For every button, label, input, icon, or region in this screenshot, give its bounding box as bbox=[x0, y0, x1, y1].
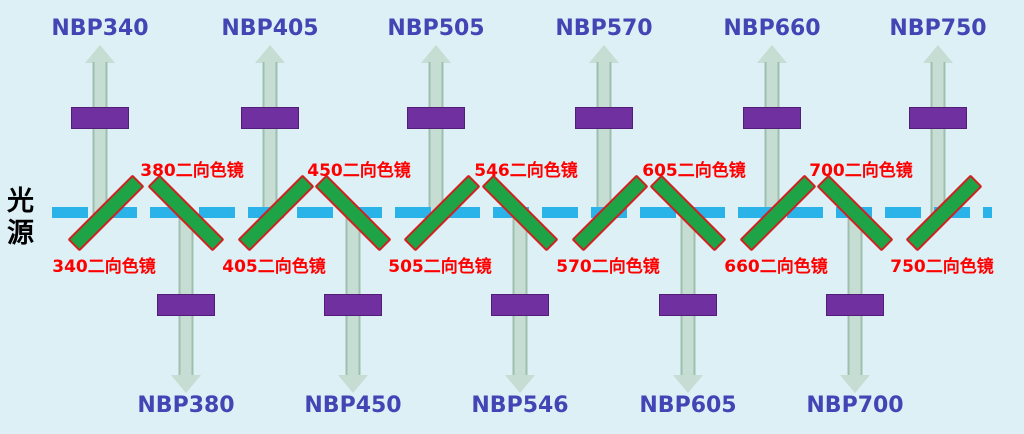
down-arrow-head-icon bbox=[840, 375, 870, 393]
nbp-filter-label: NBP570 bbox=[555, 16, 653, 41]
dichroic-mirror-label: 605二向色镜 bbox=[642, 161, 746, 181]
nbp-filter-label: NBP546 bbox=[471, 393, 569, 418]
dichroic-mirror-label: 660二向色镜 bbox=[724, 257, 828, 277]
dichroic-mirror-label: 750二向色镜 bbox=[890, 257, 994, 277]
bandpass-filter bbox=[909, 107, 967, 129]
up-arrow-head-icon bbox=[757, 45, 787, 63]
nbp-filter-label: NBP505 bbox=[387, 16, 485, 41]
bandpass-filter bbox=[157, 294, 215, 316]
dichroic-mirror-label: 700二向色镜 bbox=[809, 161, 913, 181]
nbp-filter-label: NBP340 bbox=[51, 16, 149, 41]
arrow-shaft bbox=[92, 62, 108, 219]
dichroic-mirror-label: 450二向色镜 bbox=[307, 161, 411, 181]
bandpass-filter bbox=[324, 294, 382, 316]
arrow-shaft bbox=[512, 212, 528, 375]
bandpass-filter bbox=[241, 107, 299, 129]
down-arrow-head-icon bbox=[171, 375, 201, 393]
dichroic-mirror-label: 340二向色镜 bbox=[52, 257, 156, 277]
arrow-shaft bbox=[345, 212, 361, 375]
nbp-filter-label: NBP700 bbox=[806, 393, 904, 418]
arrow-shaft bbox=[680, 212, 696, 375]
down-arrow-head-icon bbox=[505, 375, 535, 393]
nbp-filter-label: NBP380 bbox=[137, 393, 235, 418]
bandpass-filter bbox=[659, 294, 717, 316]
arrow-shaft bbox=[596, 62, 612, 219]
up-arrow-head-icon bbox=[255, 45, 285, 63]
dichroic-mirror-label: 570二向色镜 bbox=[556, 257, 660, 277]
bandpass-filter bbox=[575, 107, 633, 129]
arrow-shaft bbox=[178, 212, 194, 375]
arrow-shaft bbox=[847, 212, 863, 375]
down-arrow-head-icon bbox=[338, 375, 368, 393]
nbp-filter-label: NBP405 bbox=[221, 16, 319, 41]
arrow-shaft bbox=[428, 62, 444, 219]
bandpass-filter bbox=[743, 107, 801, 129]
dichroic-mirror-label: 405二向色镜 bbox=[222, 257, 326, 277]
up-arrow-head-icon bbox=[421, 45, 451, 63]
arrow-shaft bbox=[764, 62, 780, 219]
arrow-shaft bbox=[930, 62, 946, 219]
nbp-filter-label: NBP750 bbox=[889, 16, 987, 41]
nbp-filter-label: NBP660 bbox=[723, 16, 821, 41]
arrow-shaft bbox=[262, 62, 278, 219]
light-source-label: 光源 bbox=[7, 186, 34, 249]
nbp-filter-label: NBP450 bbox=[304, 393, 402, 418]
bandpass-filter bbox=[407, 107, 465, 129]
down-arrow-head-icon bbox=[673, 375, 703, 393]
up-arrow-head-icon bbox=[589, 45, 619, 63]
up-arrow-head-icon bbox=[85, 45, 115, 63]
dichroic-mirror-label: 505二向色镜 bbox=[388, 257, 492, 277]
bandpass-filter bbox=[826, 294, 884, 316]
dichroic-mirror-label: 380二向色镜 bbox=[140, 161, 244, 181]
up-arrow-head-icon bbox=[923, 45, 953, 63]
bandpass-filter bbox=[491, 294, 549, 316]
nbp-filter-label: NBP605 bbox=[639, 393, 737, 418]
bandpass-filter bbox=[71, 107, 129, 129]
dichroic-mirror-label: 546二向色镜 bbox=[474, 161, 578, 181]
